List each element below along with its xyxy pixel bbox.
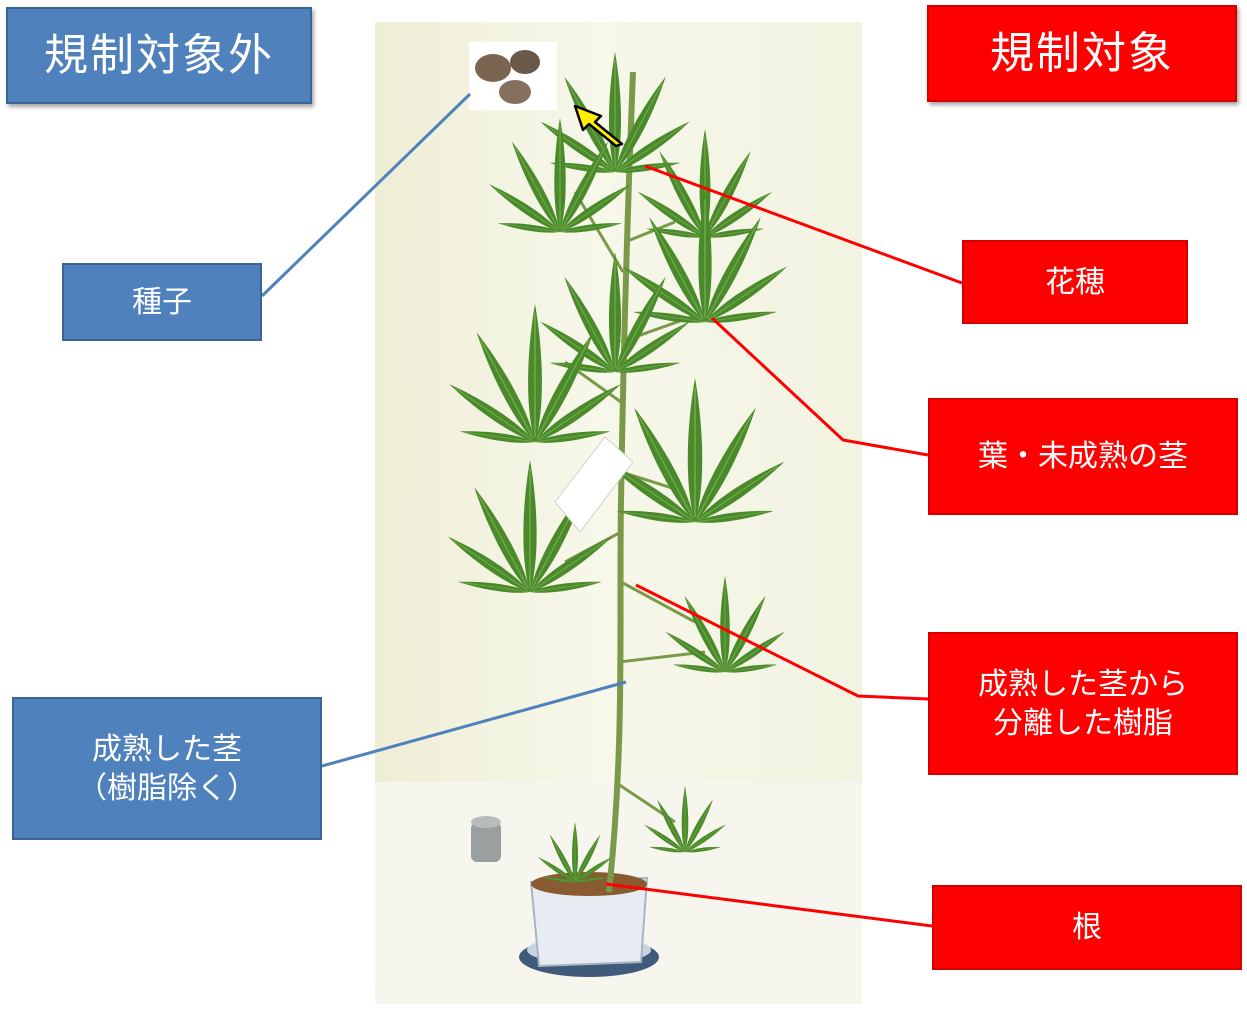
flower-connector <box>644 164 963 285</box>
excluded-header: 規制対象外 <box>6 7 312 104</box>
leaf-stem-label: 葉・未成熟の茎 <box>928 398 1238 515</box>
mature-stem-connector <box>321 680 627 768</box>
mature-stem-label: 成熟した茎 （樹脂除く） <box>12 697 322 840</box>
resin-connector <box>635 583 929 701</box>
cannabis-plant-illustration <box>375 42 862 1004</box>
flower-label: 花穂 <box>962 240 1188 324</box>
resin-label: 成熟した茎から 分離した樹脂 <box>928 632 1238 775</box>
root-connector <box>605 882 933 928</box>
seed-label: 種子 <box>62 263 262 341</box>
root-label: 根 <box>932 885 1242 970</box>
seed-connector <box>260 92 472 298</box>
leaf-connector <box>710 316 929 457</box>
plant-photo <box>375 22 862 1004</box>
regulated-header: 規制対象 <box>927 5 1237 102</box>
